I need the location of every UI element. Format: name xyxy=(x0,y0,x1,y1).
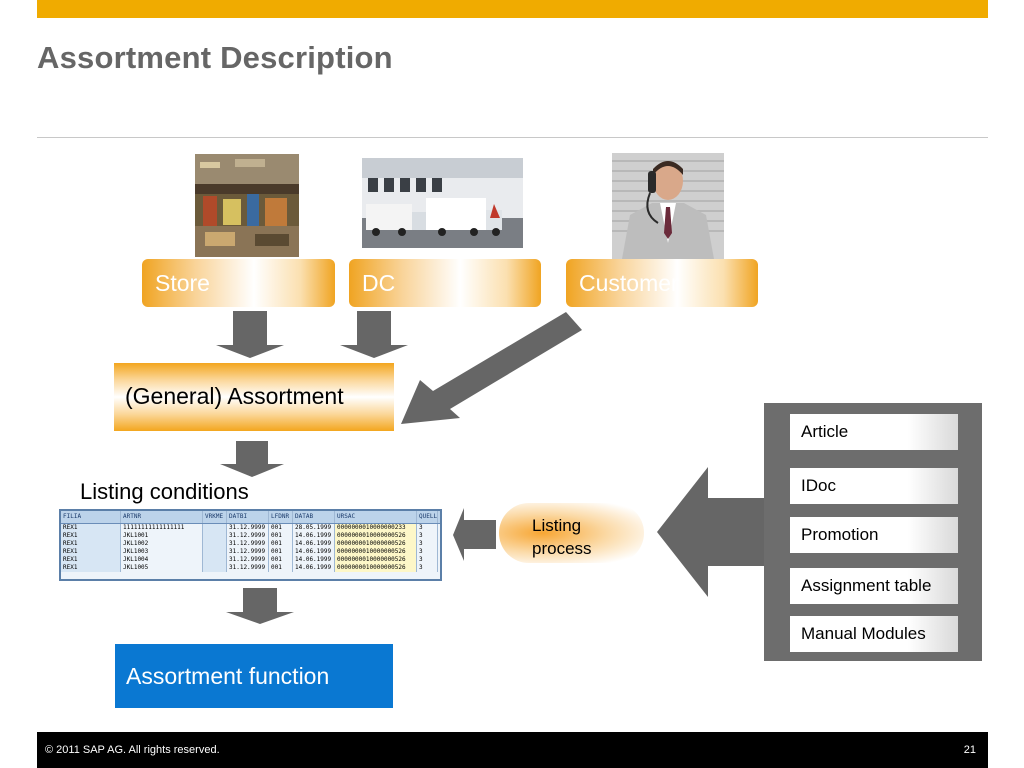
listing-process-line1: Listing xyxy=(532,516,582,535)
listing-sources-panel: Article IDoc Promotion Assignment table … xyxy=(764,403,982,661)
listing-conditions-table: FILIA ARTNR VRKME DATBI LFDNR DATAB URSA… xyxy=(59,509,442,581)
table-row[interactable]: REX1 JKL1004 31.12.9999 001 14.06.1999 0… xyxy=(61,556,440,564)
top-accent-bar xyxy=(37,0,988,18)
customer-box: Customer xyxy=(566,259,758,307)
table-row[interactable]: REX1 11111111111111111 31.12.9999 001 28… xyxy=(61,524,440,532)
listing-conditions-label: Listing conditions xyxy=(80,479,249,504)
column-header: DATAB xyxy=(293,511,335,523)
general-assortment-box: (General) Assortment xyxy=(114,363,394,431)
panel-item-idoc: IDoc xyxy=(790,468,958,504)
distribution-center-image xyxy=(362,158,523,248)
dc-box: DC xyxy=(349,259,541,307)
panel-left-arrow xyxy=(657,467,764,597)
listing-process-bubble: Listing process xyxy=(499,503,644,563)
panel-item-manual-modules: Manual Modules xyxy=(790,616,958,652)
copyright-text: © 2011 SAP AG. All rights reserved. xyxy=(45,744,220,756)
panel-item-promotion: Promotion xyxy=(790,517,958,553)
column-header: URSAC xyxy=(335,511,417,523)
table-row[interactable]: REX1 JKL1001 31.12.9999 001 14.06.1999 0… xyxy=(61,532,440,540)
panel-item-assignment-table: Assignment table xyxy=(790,568,958,604)
column-header: DATBI xyxy=(227,511,269,523)
page-number: 21 xyxy=(963,744,976,756)
dc-down-arrow xyxy=(340,311,408,358)
table-row[interactable]: REX1 JKL1005 31.12.9999 001 14.06.1999 0… xyxy=(61,564,440,572)
column-header: VRKME xyxy=(203,511,227,523)
store-image xyxy=(195,154,299,257)
general-down-arrow xyxy=(220,441,284,477)
listing-process-line2: process xyxy=(532,539,592,558)
table-row[interactable]: REX1 JKL1003 31.12.9999 001 14.06.1999 0… xyxy=(61,548,440,556)
table-row[interactable]: REX1 JKL1002 31.12.9999 001 14.06.1999 0… xyxy=(61,540,440,548)
listing-process-left-arrow xyxy=(453,508,496,561)
column-header: LFDNR xyxy=(269,511,293,523)
customer-diagonal-arrow xyxy=(401,312,582,424)
footer: © 2011 SAP AG. All rights reserved. 21 xyxy=(37,732,988,768)
column-header: QUELL xyxy=(417,511,438,523)
column-header: FILIA xyxy=(61,511,121,523)
store-box: Store xyxy=(142,259,335,307)
listing-down-arrow xyxy=(226,588,294,624)
customer-image xyxy=(612,153,724,259)
title-divider xyxy=(37,137,988,138)
column-header: ARTNR xyxy=(121,511,203,523)
table-header: FILIA ARTNR VRKME DATBI LFDNR DATAB URSA… xyxy=(61,511,440,524)
store-down-arrow xyxy=(216,311,284,358)
assortment-function-box: Assortment function xyxy=(115,644,393,708)
panel-item-article: Article xyxy=(790,414,958,450)
page-title: Assortment Description xyxy=(37,40,393,75)
